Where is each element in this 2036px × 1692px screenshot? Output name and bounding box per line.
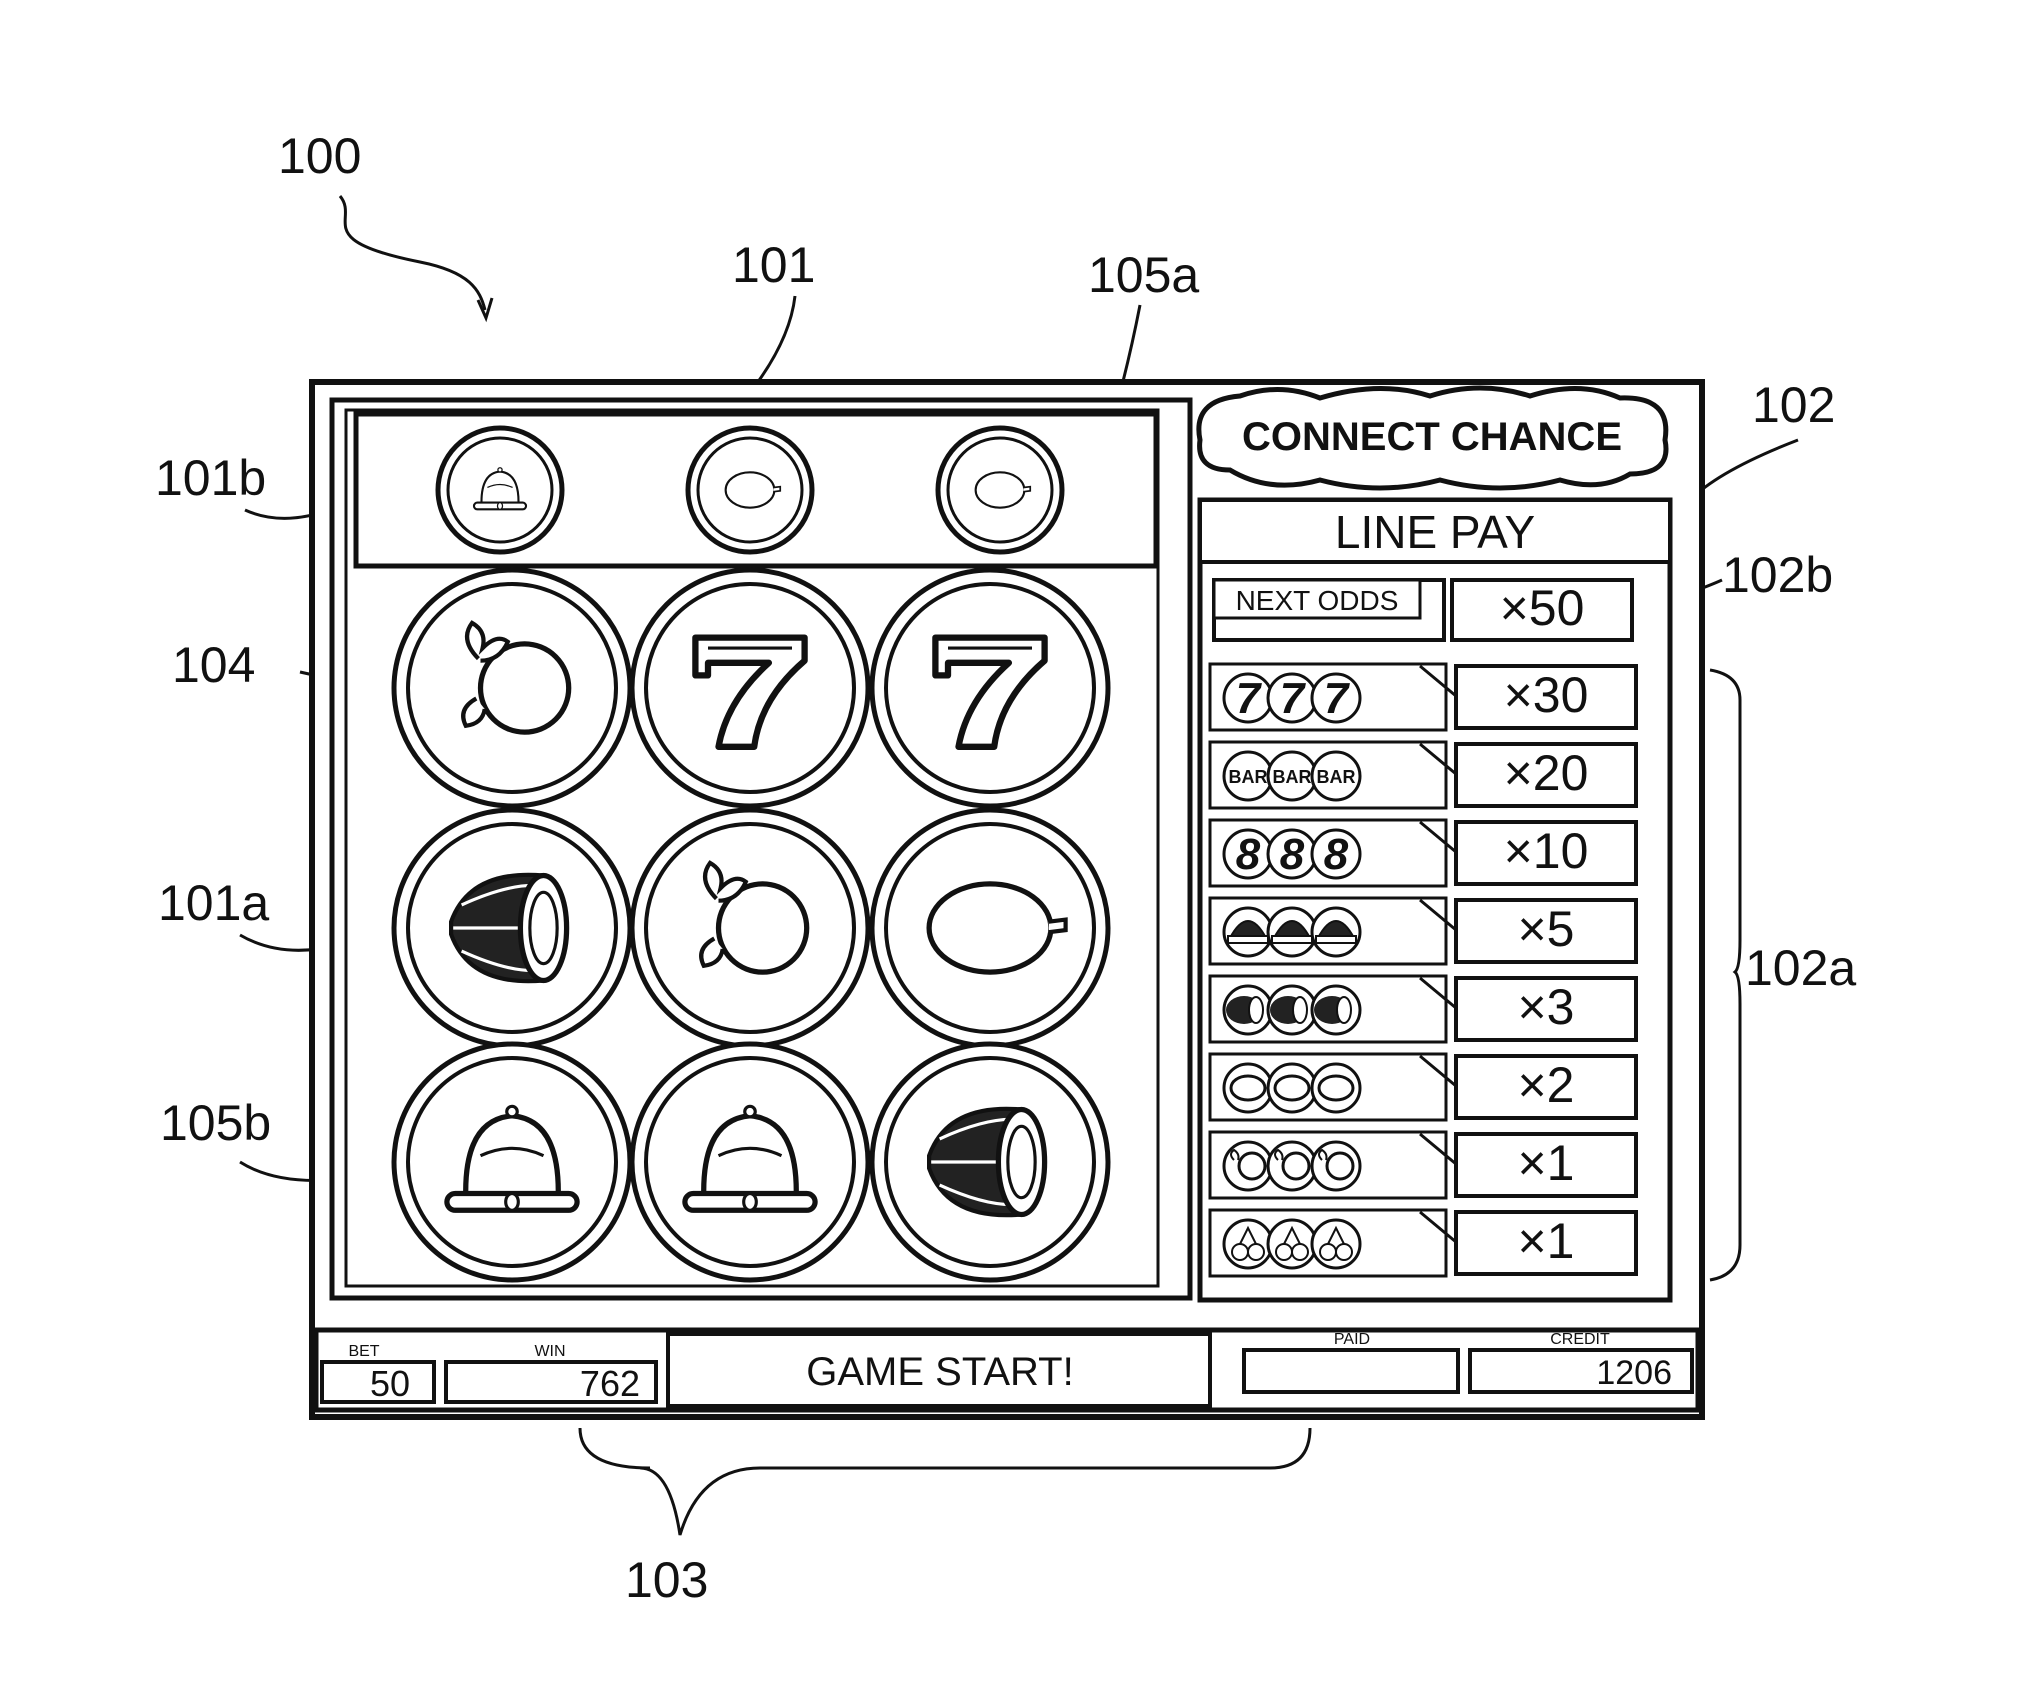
brace-payline-rows [1710,670,1740,1280]
paytable-row-symbol-label: BAR [1229,767,1268,787]
ref-label-symbol-a: 105a [1088,247,1199,303]
bar-triple-icon: BARBARBAR [1224,752,1360,800]
reel-cell [632,810,868,1046]
credit-value: 1206 [1596,1354,1672,1392]
win-value: 762 [580,1363,640,1404]
seven-triple-icon: 777 [1224,674,1360,723]
next-odds-label: NEXT ODDS [1236,585,1399,616]
paytable-row-symbol-label: 8 [1280,830,1305,879]
brace-info-bar [580,1428,1310,1535]
line-pay-title: LINE PAY [1335,506,1535,558]
paid-label: PAID [1334,1331,1370,1348]
reel-area [332,400,1190,1298]
paytable-row-symbol-label: BAR [1317,767,1356,787]
bell-triple-icon [1224,908,1360,956]
ref-label-symbol-b: 105b [160,1095,271,1151]
paytable-row-value: ×5 [1517,901,1574,957]
bet-value: 50 [370,1363,410,1404]
cherry-triple-icon [1224,1220,1360,1268]
ref-label-reel-row: 101a [158,875,269,931]
ref-label-payline-rows: 102a [1745,940,1856,996]
win-label: WIN [534,1343,565,1360]
info-bar: BET 50 WIN 762 GAME START! PAID CREDIT 1… [316,1330,1698,1410]
watermelon-triple-icon [1224,986,1360,1034]
reel-cell [872,570,1108,806]
reel-cell [632,1044,868,1280]
paytable-row-value: ×30 [1504,667,1589,723]
leader-line-reel-area [752,296,795,390]
ref-label-next-odds: 102b [1722,547,1833,603]
leader-line-machine [340,196,485,310]
paytable-row-symbol-label: 7 [1236,674,1263,723]
ref-label-reel-frame: 104 [172,637,255,693]
mini-reel [688,428,812,552]
mini-reel [438,428,562,552]
paytable-row-value: ×20 [1504,745,1589,801]
paytable-panel: CONNECT CHANCE LINE PAY NEXT ODDS ×50 77… [1199,388,1670,1300]
credit-label: CREDIT [1550,1331,1610,1348]
bet-label: BET [348,1343,379,1360]
ref-label-reel-area: 101 [732,237,815,293]
paytable-row-symbol-label: 8 [1324,830,1349,879]
mini-reel [938,428,1062,552]
ref-label-machine: 100 [278,128,361,184]
reel-cell [632,570,868,806]
paytable-row: ×5 [1210,898,1636,964]
paytable-row-symbol-label: 7 [1324,674,1351,723]
paytable-row: 888×10 [1210,820,1636,886]
reel-cell [394,810,630,1046]
next-odds-value: ×50 [1500,580,1585,636]
ref-label-mini-reels: 101b [155,450,266,506]
paytable-row-value: ×3 [1517,979,1574,1035]
paytable-row-value: ×2 [1517,1057,1574,1113]
connect-chance-text: CONNECT CHANCE [1242,415,1622,459]
leader-line-paytable [1690,440,1798,500]
paytable-row: ×1 [1210,1132,1636,1198]
reel-cell [394,570,630,806]
paytable-row-symbol-label: BAR [1273,767,1312,787]
eight-triple-icon: 888 [1224,830,1360,879]
paytable-row: ×2 [1210,1054,1636,1120]
reel-cell [872,1044,1108,1280]
ref-label-paytable: 102 [1752,377,1835,433]
paytable-row-value: ×1 [1517,1213,1574,1269]
paytable-row-symbol-label: 7 [1280,674,1307,723]
game-start-message: GAME START! [806,1350,1073,1394]
paytable-row: BARBARBAR×20 [1210,742,1636,808]
lemon-triple-icon [1224,1064,1360,1112]
paid-box [1244,1350,1458,1392]
ref-label-info-bar: 103 [625,1552,708,1608]
orange-triple-icon [1224,1142,1360,1190]
reel-cell [394,1044,630,1280]
paytable-row-value: ×10 [1504,823,1589,879]
paytable-row-value: ×1 [1517,1135,1574,1191]
paytable-row: ×3 [1210,976,1636,1042]
paytable-row: ×1 [1210,1210,1636,1276]
paytable-row-symbol-label: 8 [1236,830,1261,879]
paytable-row: 777×30 [1210,664,1636,730]
reel-cell [872,810,1108,1046]
